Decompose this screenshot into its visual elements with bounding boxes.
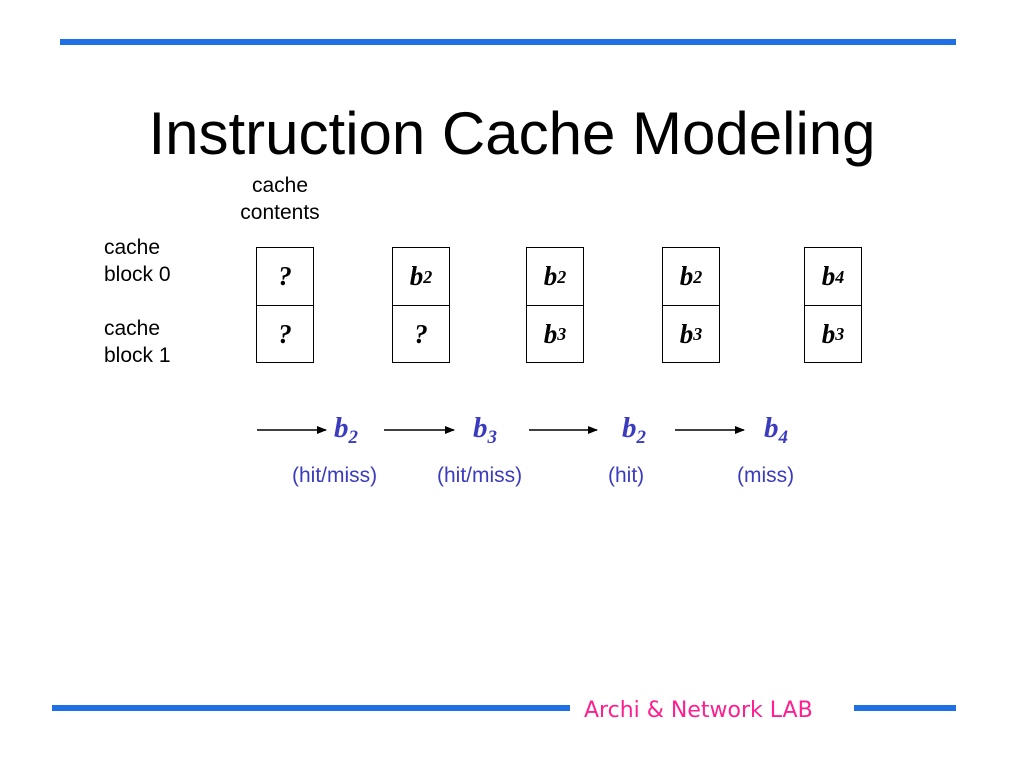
- access-1: b2: [334, 412, 358, 448]
- top-rule: [60, 39, 956, 45]
- access-1-result: (hit/miss): [292, 464, 378, 487]
- cache-cell-block-1: ?: [256, 305, 314, 363]
- access-4: b4: [764, 412, 788, 448]
- page-title: Instruction Cache Modeling: [148, 100, 876, 167]
- footer-lab-name: Archi & Network LAB: [584, 698, 813, 723]
- access-2-result: (hit/miss): [437, 464, 523, 487]
- footer-rule-left: [52, 705, 570, 711]
- cache-contents-label: cache contents: [240, 174, 320, 224]
- access-3: b2: [622, 412, 646, 448]
- access-2: b3: [473, 412, 497, 448]
- access-4-result: (miss): [737, 464, 795, 487]
- cache-cell-block-0: ?: [256, 247, 314, 305]
- cache-cell-block-1: ?: [392, 305, 450, 363]
- row-label-block-1: cache block 1: [104, 317, 171, 367]
- row-label-block-0: cache block 0: [104, 236, 171, 286]
- access-3-result: (hit): [608, 464, 645, 487]
- footer-rule-right: [854, 705, 956, 711]
